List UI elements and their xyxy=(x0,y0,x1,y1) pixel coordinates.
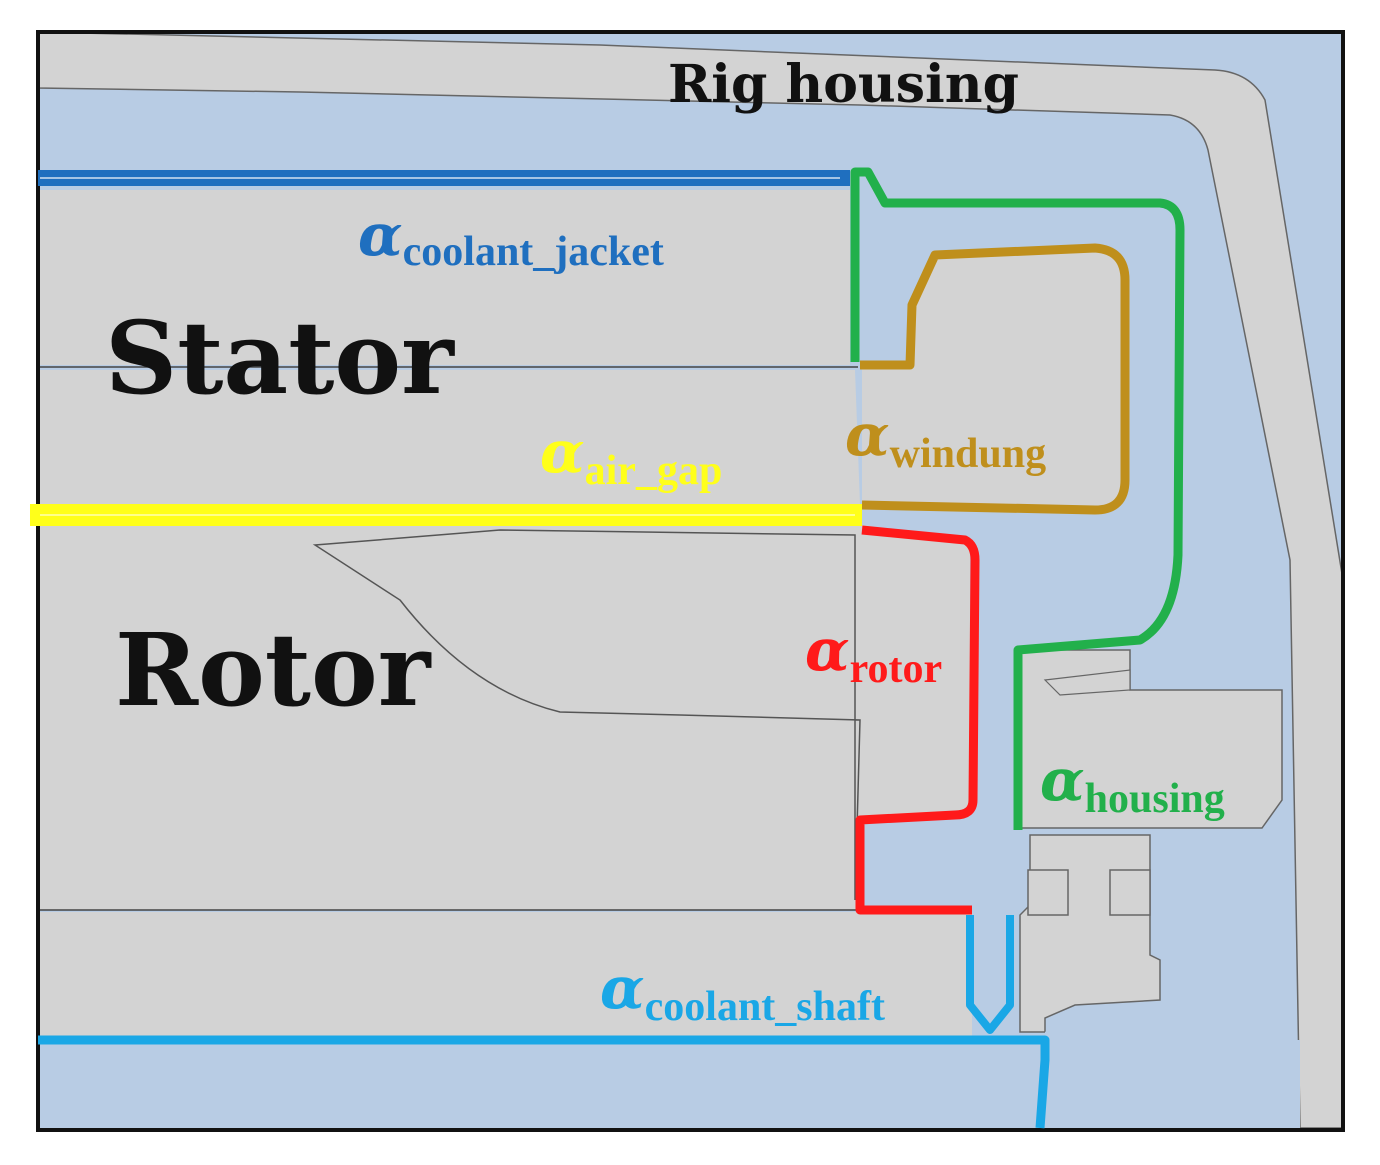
bearing-housing xyxy=(1017,649,1283,829)
bearing-ball-right xyxy=(1109,869,1151,916)
rig-housing-label: Rig housing xyxy=(668,54,1019,115)
shaft-end-step xyxy=(1045,1010,1300,1128)
winding-block xyxy=(862,248,1125,510)
rotor-label: Rotor xyxy=(115,611,432,729)
windung-line xyxy=(860,243,1130,515)
shaft-block xyxy=(38,912,972,1040)
frame-border xyxy=(36,30,1345,1132)
bearing-ball-left xyxy=(1027,869,1069,916)
end-shield-inner xyxy=(1043,669,1131,696)
coolant-shaft-line xyxy=(38,1035,1050,1129)
alpha-housing-label: αhousing xyxy=(1040,746,1225,822)
alpha-air-gap-label: αair_gap xyxy=(540,418,722,494)
alpha-rotor-label: αrotor xyxy=(805,616,942,692)
stator-block xyxy=(38,190,850,365)
rotor-line xyxy=(855,525,980,915)
housing-line xyxy=(850,167,1185,830)
rig-housing-shell xyxy=(37,31,1344,1129)
stator-lower-block xyxy=(38,370,860,505)
stator-label: Stator xyxy=(105,299,455,417)
coolant-shaft-inlet xyxy=(966,915,1014,1034)
alpha-windung-label: αwindung xyxy=(845,401,1046,477)
alpha-coolant-shaft-label: αcoolant_shaft xyxy=(600,954,885,1030)
alpha-coolant-jacket-label: αcoolant_jacket xyxy=(358,201,664,275)
